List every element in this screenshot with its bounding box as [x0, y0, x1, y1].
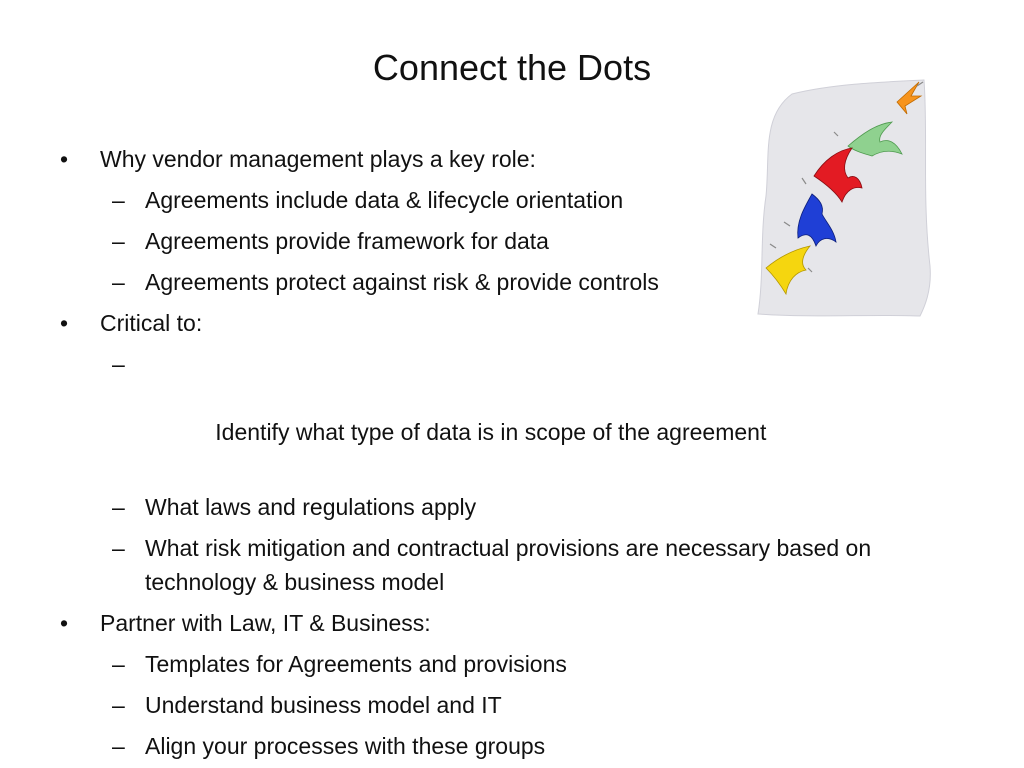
bird-blue [797, 193, 837, 248]
sub-bullet-list: – Identify what type of data is in scope… [100, 347, 958, 599]
bullet-text: Why vendor management plays a key role: [100, 146, 536, 172]
sub-bullet-item: – Identify what type of data is in scope… [100, 347, 945, 483]
motion-lines [769, 81, 924, 273]
sub-bullet-item: – Templates for Agreements and provision… [100, 647, 945, 681]
sub-bullet-marker: – [112, 494, 125, 520]
sub-bullet-marker: – [112, 228, 125, 254]
sub-bullet-marker: – [112, 187, 125, 213]
sub-bullet-item: – What risk mitigation and contractual p… [100, 531, 945, 599]
sub-bullet-item: – Align your processes with these groups [100, 729, 945, 763]
sub-bullet-list: – Templates for Agreements and provision… [100, 647, 958, 763]
bird-green [847, 121, 903, 157]
sub-bullet-text: Understand business model and IT [145, 692, 502, 718]
bullet-item: • Partner with Law, IT & Business: – Tem… [58, 606, 958, 763]
sub-bullet-item: – Understand business model and IT [100, 688, 945, 722]
sub-bullet-text: Align your processes with these groups [145, 733, 546, 759]
sub-bullet-item: – What laws and regulations apply [100, 490, 945, 524]
slide-title: Connect the Dots [372, 47, 652, 88]
bird-red [813, 147, 863, 203]
sub-bullet-text: Identify what type of data is in scope o… [208, 419, 767, 445]
sub-bullet-list: – Agreements include data & lifecycle or… [100, 183, 958, 299]
sub-bullet-text: What laws and regulations apply [145, 494, 477, 520]
bullet-text: Partner with Law, IT & Business: [100, 610, 431, 636]
sub-bullet-marker: – [112, 692, 125, 718]
bullet-marker: • [60, 310, 69, 336]
sub-bullet-text: Agreements include data & lifecycle orie… [145, 187, 624, 213]
sub-bullet-text: What risk mitigation and contractual pro… [145, 535, 872, 595]
bird-orange [896, 81, 923, 115]
bullet-item: • Why vendor management plays a key role… [58, 142, 958, 299]
sub-bullet-text: Agreements protect against risk & provid… [145, 269, 659, 295]
sub-bullet-text: Templates for Agreements and provisions [145, 651, 567, 677]
sub-bullet-marker: – [112, 733, 125, 759]
bullet-marker: • [60, 610, 69, 636]
birds-flying-icon [757, 79, 931, 317]
sub-bullet-item: – Agreements protect against risk & prov… [100, 265, 945, 299]
sub-bullet-marker: – [112, 269, 125, 295]
sub-bullet-marker: – [112, 651, 125, 677]
bird-yellow [765, 245, 812, 296]
bullet-text: Critical to: [100, 310, 203, 336]
sub-bullet-marker: – [112, 351, 125, 377]
bullet-item: • Critical to: – Identify what type of d… [58, 306, 958, 599]
sub-bullet-marker: – [112, 535, 125, 561]
sub-bullet-item: – Agreements include data & lifecycle or… [100, 183, 945, 217]
sub-bullet-item: – Agreements provide framework for data [100, 224, 945, 258]
bullet-list: • Why vendor management plays a key role… [58, 142, 958, 768]
bullet-marker: • [60, 146, 69, 172]
sub-bullet-text: Agreements provide framework for data [145, 228, 549, 254]
